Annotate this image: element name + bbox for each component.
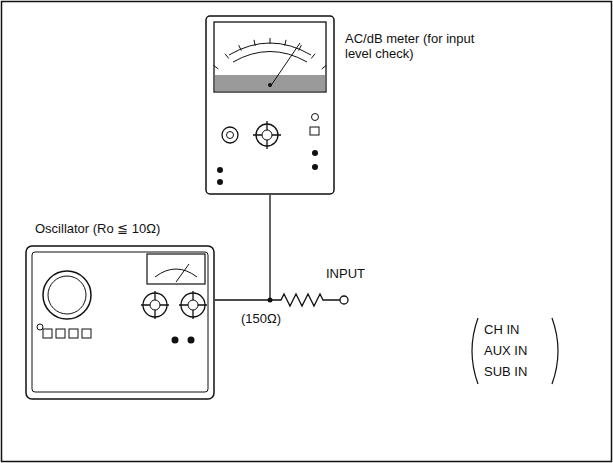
bracket xyxy=(552,318,558,384)
instrument-label: AC/dB meter (for input level check) xyxy=(345,31,495,61)
input-terminal xyxy=(340,296,348,304)
resistor-value: (150Ω) xyxy=(241,311,281,326)
signal-wire xyxy=(215,195,270,300)
ac-db-meter: AC/dB meter (for input level check) xyxy=(205,15,335,195)
input-name: SUB IN xyxy=(484,364,527,379)
bracket xyxy=(472,318,478,384)
input-name: AUX IN xyxy=(484,343,527,358)
instrument-label: Oscillator (Ro ≦ 10Ω) xyxy=(35,221,255,236)
ac-db-meter-illustration xyxy=(205,15,335,195)
oscillator-illustration xyxy=(25,245,215,400)
terminal-name: INPUT xyxy=(326,266,365,281)
oscillator: Oscillator (Ro ≦ 10Ω) xyxy=(25,245,215,400)
input-name: CH IN xyxy=(484,322,519,337)
resistor-symbol xyxy=(270,294,340,306)
